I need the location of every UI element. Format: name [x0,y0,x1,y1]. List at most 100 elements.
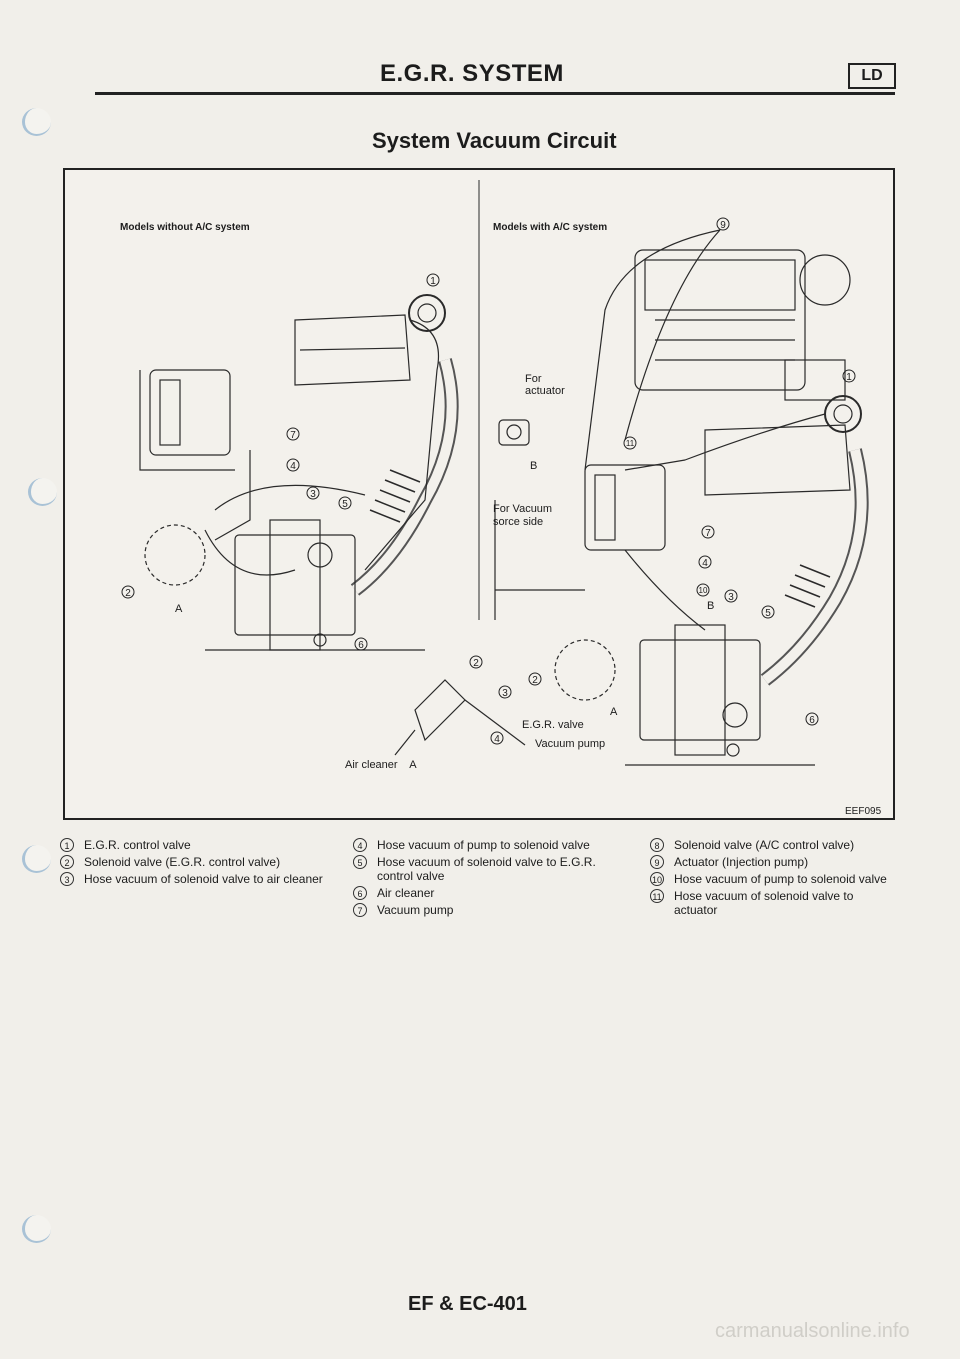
svg-text:7: 7 [705,528,711,539]
svg-text:5: 5 [765,608,771,619]
legend-item-1: 1 E.G.R. control valve [60,838,325,852]
legend-text: Hose vacuum of pump to solenoid valve [377,838,590,852]
svg-text:1: 1 [846,372,852,383]
legend-item-5: 5 Hose vacuum of solenoid valve to E.G.R.… [353,855,613,883]
legend-number: 7 [353,903,367,917]
legend-text: Vacuum pump [377,903,454,917]
callout-3b: 3 [498,685,512,699]
legend-text: E.G.R. control valve [84,838,191,852]
callout-4b: 4 [490,731,504,745]
caption-with-ac: Models with A/C system [493,222,608,233]
callout-6b: 6 [805,712,819,726]
caption-without-ac: Models without A/C system [120,222,250,233]
svg-text:11: 11 [626,439,635,448]
callout-11: 11 [623,436,637,450]
svg-text:3: 3 [502,688,508,699]
legend-text: Hose vacuum of solenoid valve to air cle… [84,872,323,886]
svg-text:10: 10 [699,586,708,595]
legend-item-4: 4 Hose vacuum of pump to solenoid valve [353,838,613,852]
binder-hole [22,108,51,136]
legend-number: 10 [650,872,664,886]
legend-item-6: 6 Air cleaner [353,886,613,900]
label-vacuum-pump: Vacuum pump [535,738,606,750]
callout-2: 2 [121,585,135,599]
legend-text: Actuator (Injection pump) [674,855,809,869]
legend-column-3: 8 Solenoid valve (A/C control valve) 9 Act… [650,838,900,920]
binder-hole [28,478,57,506]
legend-number: 11 [650,889,664,903]
svg-text:3: 3 [310,489,316,500]
binder-hole [22,845,51,873]
svg-text:4: 4 [290,461,296,472]
callout-3c: 3 [724,589,738,603]
label-for-vacuum-source: For Vacuum sorce side [493,503,553,528]
figure-code: EEF095 [845,806,882,817]
callout-4c: 4 [698,555,712,569]
section-badge: LD [848,63,896,89]
svg-text:7: 7 [290,430,296,441]
callout-4: 4 [286,458,300,472]
label-b: B [530,460,538,472]
svg-text:9: 9 [720,220,726,231]
label-b-right: B [707,600,715,612]
legend-number: 2 [60,855,74,869]
callout-1b: 1 [842,369,856,383]
legend-column-1: 1 E.G.R. control valve 2 Solenoid valve (E… [60,838,325,889]
svg-text:4: 4 [702,558,708,569]
svg-text:2: 2 [125,588,131,599]
label-a-right: A [610,706,618,718]
svg-text:2: 2 [532,675,538,686]
callout-9: 9 [716,217,730,231]
svg-text:5: 5 [342,499,348,510]
legend-item-11: 11 Hose vacuum of solenoid valve to actua… [650,889,900,917]
legend-number: 8 [650,838,664,852]
svg-text:3: 3 [728,592,734,603]
section-title: System Vacuum Circuit [372,128,617,153]
label-air-cleaner-a: Air cleaner A [345,759,417,771]
callout-7b: 7 [701,525,715,539]
svg-text:6: 6 [809,715,815,726]
legend-number: 5 [353,855,367,869]
callout-10: 10 [696,583,710,597]
legend-number: 9 [650,855,664,869]
label-a-left: A [175,603,183,615]
svg-text:6: 6 [358,640,364,651]
callout-2c: 2 [528,672,542,686]
label-for-actuator: For actuator [525,373,565,397]
legend-text: Air cleaner [377,886,435,900]
legend-item-2: 2 Solenoid valve (E.G.R. control valve) [60,855,325,869]
page-number: EF & EC-401 [408,1293,527,1315]
legend-text: Solenoid valve (E.G.R. control valve) [84,855,281,869]
watermark: carmanualsonline.info [715,1320,910,1342]
legend-number: 6 [353,886,367,900]
svg-text:2: 2 [473,658,479,669]
page-header-title: E.G.R. SYSTEM [380,60,564,87]
legend-item-7: 7 Vacuum pump [353,903,613,917]
legend-item-10: 10 Hose vacuum of pump to solenoid valve [650,872,900,886]
header-rule [95,92,895,95]
callout-3: 3 [306,486,320,500]
callout-1: 1 [426,273,440,287]
callout-2b: 2 [469,655,483,669]
callout-7: 7 [286,427,300,441]
legend-number: 4 [353,838,367,852]
svg-text:1: 1 [430,276,436,287]
legend-item-9: 9 Actuator (Injection pump) [650,855,900,869]
legend-text: Hose vacuum of pump to solenoid valve [674,872,887,886]
callout-5b: 5 [761,605,775,619]
vacuum-circuit-diagram: 1 7 4 3 5 2 6 2 3 4 9 1 11 7 4 10 3 5 2 … [63,168,895,820]
label-egr-valve: E.G.R. valve [522,719,584,731]
callout-5: 5 [338,496,352,510]
legend-number: 1 [60,838,74,852]
diagram-drawing: 1 7 4 3 5 2 6 2 3 4 9 1 11 7 4 10 3 5 2 … [121,180,869,766]
svg-text:4: 4 [494,734,500,745]
legend-text: Hose vacuum of solenoid valve to E.G.R. … [377,855,596,883]
legend-text: Hose vacuum of solenoid valve to actuato… [674,889,854,917]
legend-item-8: 8 Solenoid valve (A/C control valve) [650,838,900,852]
binder-hole [22,1215,51,1243]
legend-text: Solenoid valve (A/C control valve) [674,838,855,852]
legend: 1 E.G.R. control valve 2 Solenoid valve (E… [60,838,900,948]
legend-item-3: 3 Hose vacuum of solenoid valve to air cl… [60,872,325,886]
callout-6: 6 [354,637,368,651]
legend-number: 3 [60,872,74,886]
